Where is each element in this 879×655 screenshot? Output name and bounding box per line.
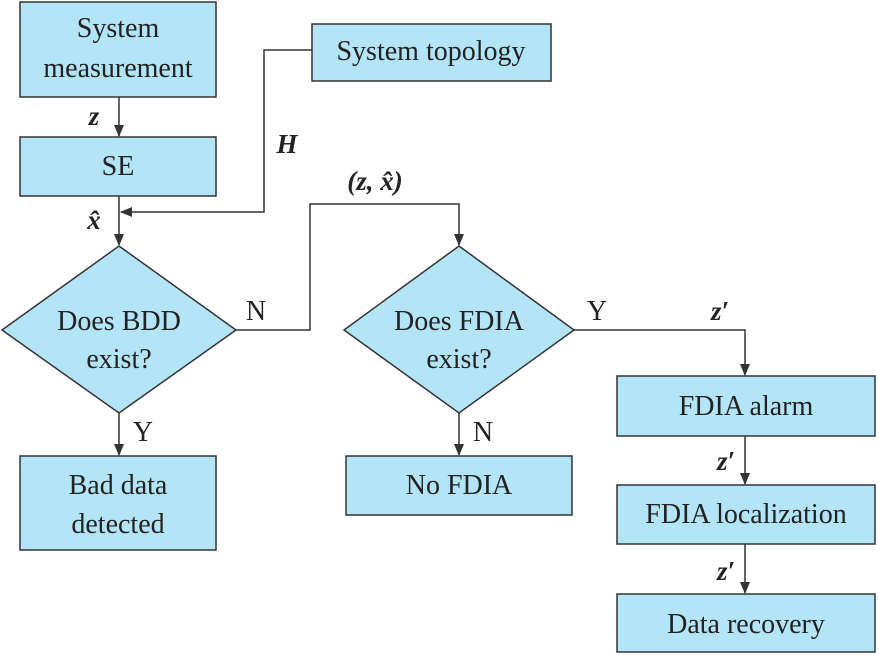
system-measurement-line-2: measurement (43, 53, 192, 84)
edge-label-z-prime-3: z′ (716, 556, 735, 586)
arrow-bdd-no-to-fdia (236, 203, 464, 331)
arrow-topology-to-xhat (120, 49, 312, 217)
node-bdd-decision: Does BDD exist? (0, 245, 238, 414)
arrow-fdia-yes-to-alarm (574, 329, 750, 376)
edge-labels: z H x̂ (z, x̂) N Y Y N z′ z′ z′ (86, 101, 735, 586)
edge-label-h: H (275, 129, 298, 159)
node-fdia-alarm: FDIA alarm (616, 375, 876, 437)
edge-label-fdia-no: N (473, 417, 493, 448)
connectors (114, 49, 750, 594)
bad-data-line-2: detected (71, 509, 164, 540)
fdia-decision-line-1: Does FDIA (394, 306, 525, 337)
node-fdia-localization: FDIA localization (616, 484, 876, 545)
no-fdia-label: No FDIA (406, 470, 513, 501)
edge-label-bdd-yes: Y (133, 417, 153, 448)
edge-label-z-prime-1: z′ (710, 296, 729, 326)
edge-label-x-hat: x̂ (86, 205, 101, 235)
edge-label-z: z (88, 101, 100, 131)
fdia-localization-label: FDIA localization (645, 499, 846, 530)
node-data-recovery: Data recovery (616, 593, 876, 653)
node-se: SE (19, 136, 217, 197)
system-topology-label: System topology (336, 36, 525, 67)
bad-data-line-1: Bad data (69, 470, 168, 501)
data-recovery-label: Data recovery (667, 609, 825, 640)
node-fdia-decision: Does FDIA exist? (342, 245, 576, 414)
se-label: SE (102, 151, 135, 182)
fdia-alarm-label: FDIA alarm (679, 391, 814, 422)
node-bad-data: Bad data detected (19, 455, 217, 551)
edge-label-z-prime-2: z′ (716, 446, 735, 476)
bdd-decision-line-1: Does BDD (57, 306, 181, 337)
node-system-topology: System topology (311, 23, 552, 82)
bdd-decision-line-2: exist? (86, 344, 151, 375)
edge-label-bdd-no: N (246, 296, 266, 327)
node-no-fdia: No FDIA (345, 455, 573, 516)
system-measurement-line-1: System (77, 13, 160, 44)
edge-label-fdia-yes: Y (587, 296, 607, 327)
node-system-measurement: System measurement (19, 1, 217, 98)
fdia-decision-line-2: exist? (426, 344, 491, 375)
edge-label-z-xhat: (z, x̂) (347, 166, 403, 196)
